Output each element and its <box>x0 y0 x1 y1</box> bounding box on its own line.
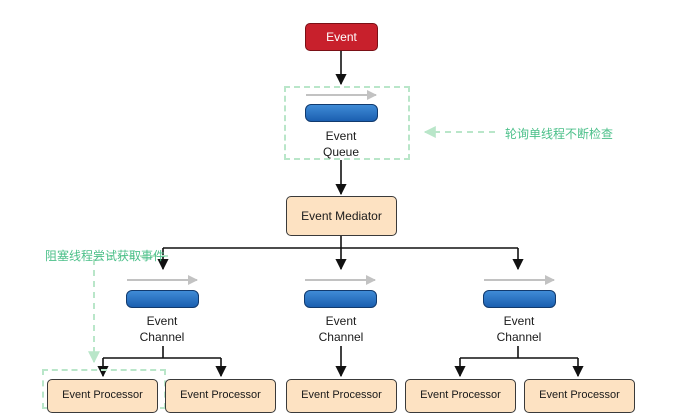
event-channel-3-label-line2: Channel <box>496 330 542 344</box>
event-processor-2: Event Processor <box>165 379 276 413</box>
event-channel-1-label-line2: Channel <box>139 330 185 344</box>
connector-lines <box>88 51 584 378</box>
event-mediator-diagram: Event Event Queue Event Mediator Event C… <box>42 23 635 413</box>
event-channel-2-label-line2: Channel <box>318 330 364 344</box>
event-channel-2-label-line1: Event <box>325 314 357 328</box>
polling-annotation: 轮询单线程不断检查 <box>505 127 614 141</box>
event-channel-2-pipe <box>304 290 377 308</box>
event-processor-3: Event Processor <box>286 379 397 413</box>
queue-highlight <box>284 86 410 160</box>
event-queue-label: Event Queue <box>296 128 386 160</box>
event-channel-3-pipe <box>483 290 556 308</box>
blocking-annotation-arrow <box>88 255 168 364</box>
event-processor-5: Event Processor <box>524 379 635 413</box>
event-queue-label-line2: Queue <box>322 145 360 159</box>
event-channel-3-label: Event Channel <box>474 313 564 345</box>
event-channel-1-pipe <box>126 290 199 308</box>
event-processor-4: Event Processor <box>405 379 516 413</box>
event-queue-label-line1: Event <box>325 129 357 143</box>
event-queue-pipe <box>305 104 378 122</box>
event-channel-2-label: Event Channel <box>296 313 386 345</box>
event-node: Event <box>305 23 378 51</box>
event-channel-3-label-line1: Event <box>503 314 535 328</box>
event-channel-1-label: Event Channel <box>117 313 207 345</box>
event-processor-1: Event Processor <box>47 379 158 413</box>
blocking-annotation: 阻塞线程尝试获取事件 <box>45 249 166 263</box>
event-channel-1-label-line1: Event <box>146 314 178 328</box>
event-mediator-node: Event Mediator <box>286 196 397 236</box>
